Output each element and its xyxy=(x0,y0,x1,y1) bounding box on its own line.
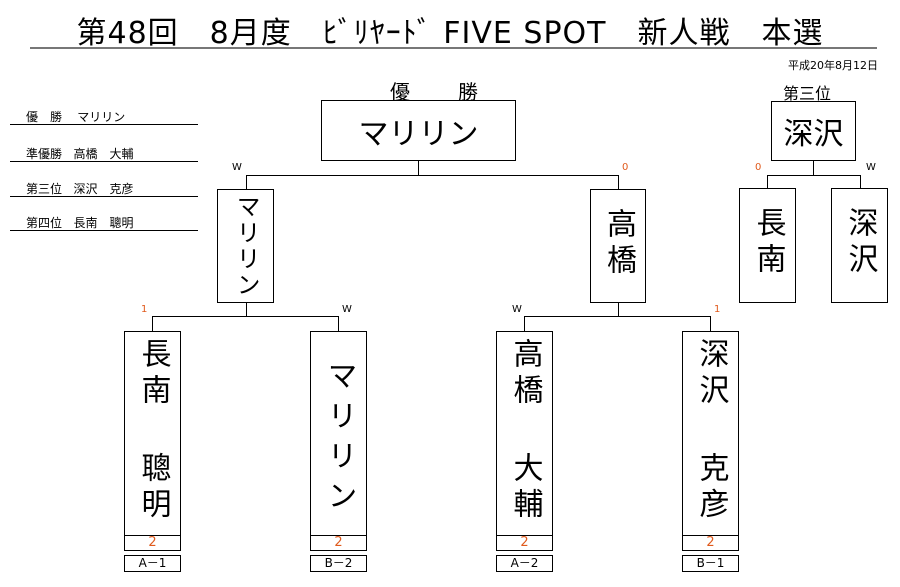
third-place-heading: 第三位 xyxy=(783,84,832,103)
score-mark: 0 xyxy=(622,162,629,173)
score-cell: 2 xyxy=(682,536,739,551)
result-item-4: 第四位 長南 聰明 xyxy=(26,214,133,231)
result-divider xyxy=(10,230,198,231)
seed-label: B－2 xyxy=(310,555,367,572)
result-divider xyxy=(10,161,198,162)
result-name: 深沢 克彦 xyxy=(73,182,134,196)
player-name-top: 深沢 xyxy=(693,338,729,410)
win-mark: W xyxy=(342,304,352,315)
third-place-box: 深沢 xyxy=(771,101,856,161)
result-item-3: 第三位 深沢 克彦 xyxy=(26,180,133,197)
player-name-top: 長南 xyxy=(135,338,171,410)
bracket-line xyxy=(524,316,710,317)
score-cell: 2 xyxy=(496,536,553,551)
result-name: 高橋 大輔 xyxy=(73,147,134,161)
win-mark: W xyxy=(232,162,242,173)
player-name-top: 高橋 xyxy=(507,338,543,410)
result-name: 長南 聰明 xyxy=(73,216,134,230)
bracket-line xyxy=(152,316,338,317)
bracket-line xyxy=(524,316,525,331)
player-name-top: マリリン xyxy=(321,360,357,520)
bracket-line xyxy=(767,175,860,176)
result-item-1: 優 勝 マリリン xyxy=(26,108,125,125)
third-match-left-box: 長南 xyxy=(739,188,796,303)
bracket-line xyxy=(618,303,619,316)
result-rank: 優 勝 xyxy=(26,110,63,124)
bracket-line xyxy=(246,175,247,189)
player-box-a2: 高橋 大輔 xyxy=(496,331,553,536)
player-box-b1: 深沢 克彦 xyxy=(682,331,739,536)
semifinal-left-box: マリリン xyxy=(217,189,274,303)
result-item-2: 準優勝 高橋 大輔 xyxy=(26,145,133,162)
score-mark: 1 xyxy=(141,304,148,315)
result-name: マリリン xyxy=(77,110,126,124)
win-mark: W xyxy=(512,304,522,315)
third-match-right-box: 深沢 xyxy=(831,188,888,303)
bracket-line xyxy=(813,161,814,175)
title-underline xyxy=(30,47,877,49)
bracket-line xyxy=(246,175,618,176)
result-divider xyxy=(10,196,198,197)
champion-box: マリリン xyxy=(321,100,516,161)
player-name-bottom: 克彦 xyxy=(693,452,729,524)
result-rank: 準優勝 xyxy=(26,147,63,161)
seed-label: A－2 xyxy=(496,555,553,572)
win-mark: W xyxy=(866,162,876,173)
player-name-bottom: 大輔 xyxy=(507,452,543,524)
bracket-line xyxy=(338,316,339,331)
semifinal-right-name: 高橋 xyxy=(601,208,636,280)
bracket-line xyxy=(860,175,861,188)
bracket-line xyxy=(418,161,419,175)
third-match-right-name: 深沢 xyxy=(842,207,878,279)
event-date: 平成20年8月12日 xyxy=(788,59,878,72)
seed-label: A－1 xyxy=(124,555,181,572)
page-title: 第48回 8月度 ﾋﾞﾘﾔｰﾄﾞ FIVE SPOT 新人戦 本選 xyxy=(76,16,824,51)
result-rank: 第三位 xyxy=(26,182,63,196)
bracket-line xyxy=(710,316,711,331)
player-box-a1: 長南 聰明 xyxy=(124,331,181,536)
score-mark: 0 xyxy=(755,162,762,173)
score-cell: 2 xyxy=(310,536,367,551)
result-rank: 第四位 xyxy=(26,216,63,230)
bracket-line xyxy=(618,175,619,189)
player-name-bottom: 聰明 xyxy=(135,452,171,524)
result-divider xyxy=(10,124,198,125)
bracket-line xyxy=(246,303,247,316)
third-match-left-name: 長南 xyxy=(750,207,786,279)
score-cell: 2 xyxy=(124,536,181,551)
bracket-line xyxy=(767,175,768,188)
semifinal-right-box: 高橋 xyxy=(590,189,646,303)
player-box-b2: マリリン xyxy=(310,331,367,536)
seed-label: B－1 xyxy=(682,555,739,572)
score-mark: 1 xyxy=(714,304,721,315)
bracket-line xyxy=(152,316,153,331)
